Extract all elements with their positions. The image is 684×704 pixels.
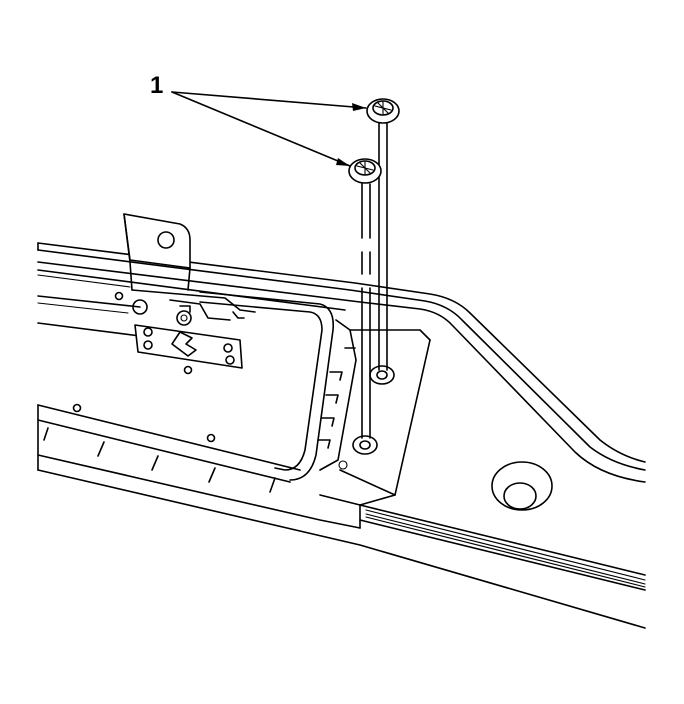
callout-number: 1 (150, 72, 164, 99)
latch-plate (134, 324, 243, 369)
callout-leaders (171, 91, 367, 167)
bracket-hole (157, 231, 175, 249)
grommet-lower (348, 158, 382, 184)
explode-lines (361, 121, 388, 439)
grommet-upper (366, 98, 400, 124)
lower-lip-ribs (43, 427, 276, 493)
panel-outline (37, 242, 646, 483)
leader-arrow-upper (352, 103, 366, 111)
round-recess (491, 461, 553, 511)
leader-arrow-lower (336, 158, 350, 166)
mounting-holes (352, 365, 395, 455)
fasteners (72, 291, 348, 470)
hinge-bracket (123, 213, 256, 326)
latch-symbol (171, 331, 197, 357)
inner-frame (199, 291, 431, 506)
panel-lower-edge (37, 404, 646, 629)
frame-steps (317, 347, 356, 449)
